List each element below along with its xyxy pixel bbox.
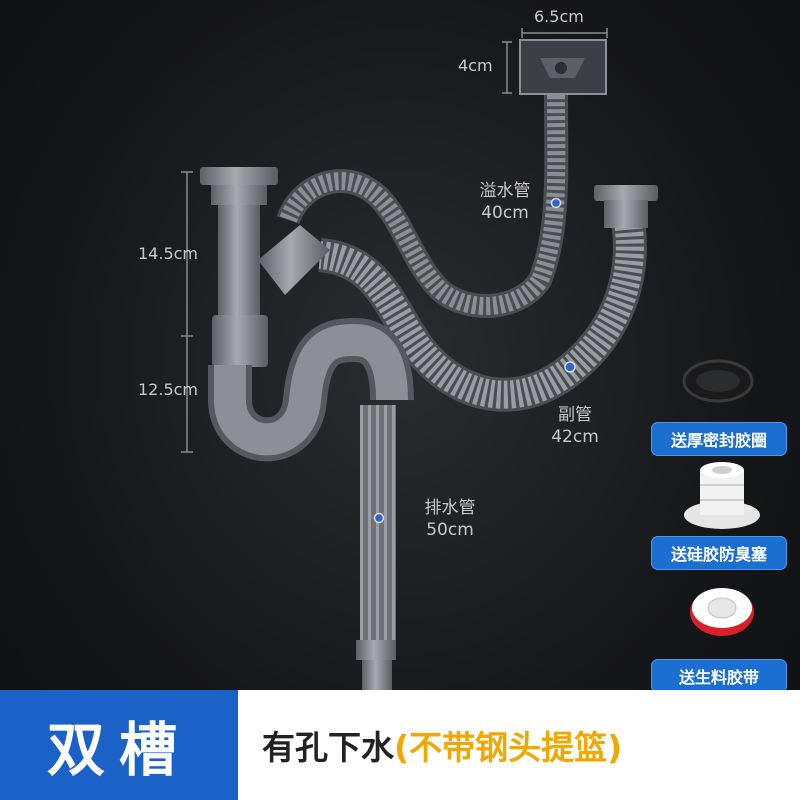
main-trap [200, 167, 414, 462]
drain-hose-label: 排水管 50cm [410, 497, 490, 541]
footer-note-text: (不带钢头提篮) [394, 728, 623, 767]
double-basin-badge: 双槽 [0, 690, 238, 800]
secondary-hose-length: 42cm [551, 427, 599, 447]
footer-description: 有孔下水 (不带钢头提篮) [238, 690, 800, 800]
drain-hose-name: 排水管 [424, 498, 476, 518]
overflow-hose-label: 溢水管 40cm [465, 180, 545, 224]
rubber-ring-icon [682, 359, 754, 403]
accessory-rubber-ring-button: 送厚密封胶圈 [651, 422, 787, 456]
accessory-ptfe-tape-button: 送生料胶带 [651, 659, 787, 693]
top-height-label: 4cm [458, 56, 493, 75]
height-lower-label: 12.5cm [138, 380, 199, 399]
height-upper-label: 14.5cm [138, 244, 199, 263]
ptfe-tape-icon [690, 588, 754, 636]
dimension-lines [181, 28, 608, 453]
overflow-hose-name: 溢水管 [479, 181, 531, 201]
secondary-hose-label: 副管 42cm [540, 404, 610, 448]
overflow-hose-length: 40cm [481, 203, 529, 223]
accessory-silicone-plug-button: 送硅胶防臭塞 [651, 536, 787, 570]
secondary-hose [317, 185, 658, 412]
footer-main-text: 有孔下水 [262, 728, 394, 767]
silicone-plug-icon [684, 462, 760, 529]
secondary-hose-name: 副管 [558, 405, 592, 425]
drain-hose [356, 405, 396, 700]
footer-banner: 双槽 有孔下水 (不带钢头提篮) [0, 690, 800, 800]
top-width-label: 6.5cm [534, 7, 584, 26]
drain-hose-length: 50cm [426, 520, 474, 540]
overflow-hose [276, 39, 607, 318]
